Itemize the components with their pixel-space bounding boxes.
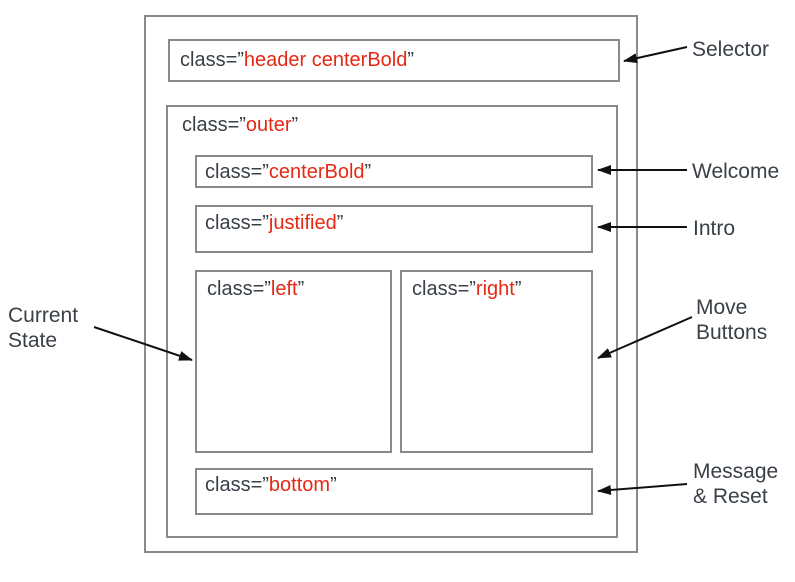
bottom-box: class=”bottom” <box>195 468 593 515</box>
class-attr-text: class=” <box>205 161 269 183</box>
centerbold-box: class=”centerBold” <box>195 155 593 188</box>
justified-box: class=”justified” <box>195 205 593 253</box>
class-quote-text: ” <box>297 278 305 300</box>
class-attr-text: class=” <box>182 114 246 136</box>
label-welcome: Welcome <box>692 160 780 183</box>
left-class-label: class=”left” <box>207 278 390 301</box>
class-quote-text: ” <box>330 474 337 496</box>
left-box: class=”left” <box>195 270 392 453</box>
header-box: class=”header centerBold” <box>168 39 620 82</box>
class-value-text: left <box>270 278 298 300</box>
label-move-buttons-line1: Move <box>696 296 748 319</box>
label-current-state: Current State <box>8 303 78 353</box>
right-box: class=”right” <box>400 270 593 453</box>
class-quote-text: ” <box>291 114 299 136</box>
label-current-state-line1: Current <box>8 304 79 327</box>
centerbold-class-label: class=”centerBold” <box>205 161 591 184</box>
class-attr-text: class=” <box>205 212 269 234</box>
class-quote-text: ” <box>407 49 415 71</box>
class-attr-text: class=” <box>207 278 271 300</box>
class-attr-text: class=” <box>205 474 269 496</box>
class-value-text: centerBold <box>268 161 365 183</box>
label-move-buttons: Move Buttons <box>696 295 767 345</box>
label-intro: Intro <box>693 217 736 240</box>
justified-class-label: class=”justified” <box>205 212 591 235</box>
label-move-buttons-line2: Buttons <box>696 321 768 344</box>
class-value-text: justified <box>268 212 337 234</box>
label-selector: Selector <box>692 38 770 61</box>
class-value-text: outer <box>245 114 292 136</box>
label-message-reset-line2: & Reset <box>693 485 768 508</box>
class-value-text: right <box>475 278 515 300</box>
right-class-label: class=”right” <box>412 278 591 301</box>
class-attr-text: class=” <box>180 49 244 71</box>
class-quote-text: ” <box>364 161 372 183</box>
header-class-label: class=”header centerBold” <box>180 49 618 72</box>
label-current-state-line2: State <box>8 329 58 352</box>
bottom-class-label: class=”bottom” <box>205 474 591 497</box>
class-quote-text: ” <box>336 212 344 234</box>
label-message-reset-line1: Message <box>693 460 779 483</box>
class-quote-text: ” <box>514 278 522 300</box>
class-attr-text: class=” <box>412 278 476 300</box>
class-value-text: bottom <box>268 474 331 496</box>
class-value-text: header centerBold <box>243 49 408 71</box>
label-message-reset: Message & Reset <box>693 459 778 509</box>
outer-class-label: class=”outer” <box>182 114 616 137</box>
